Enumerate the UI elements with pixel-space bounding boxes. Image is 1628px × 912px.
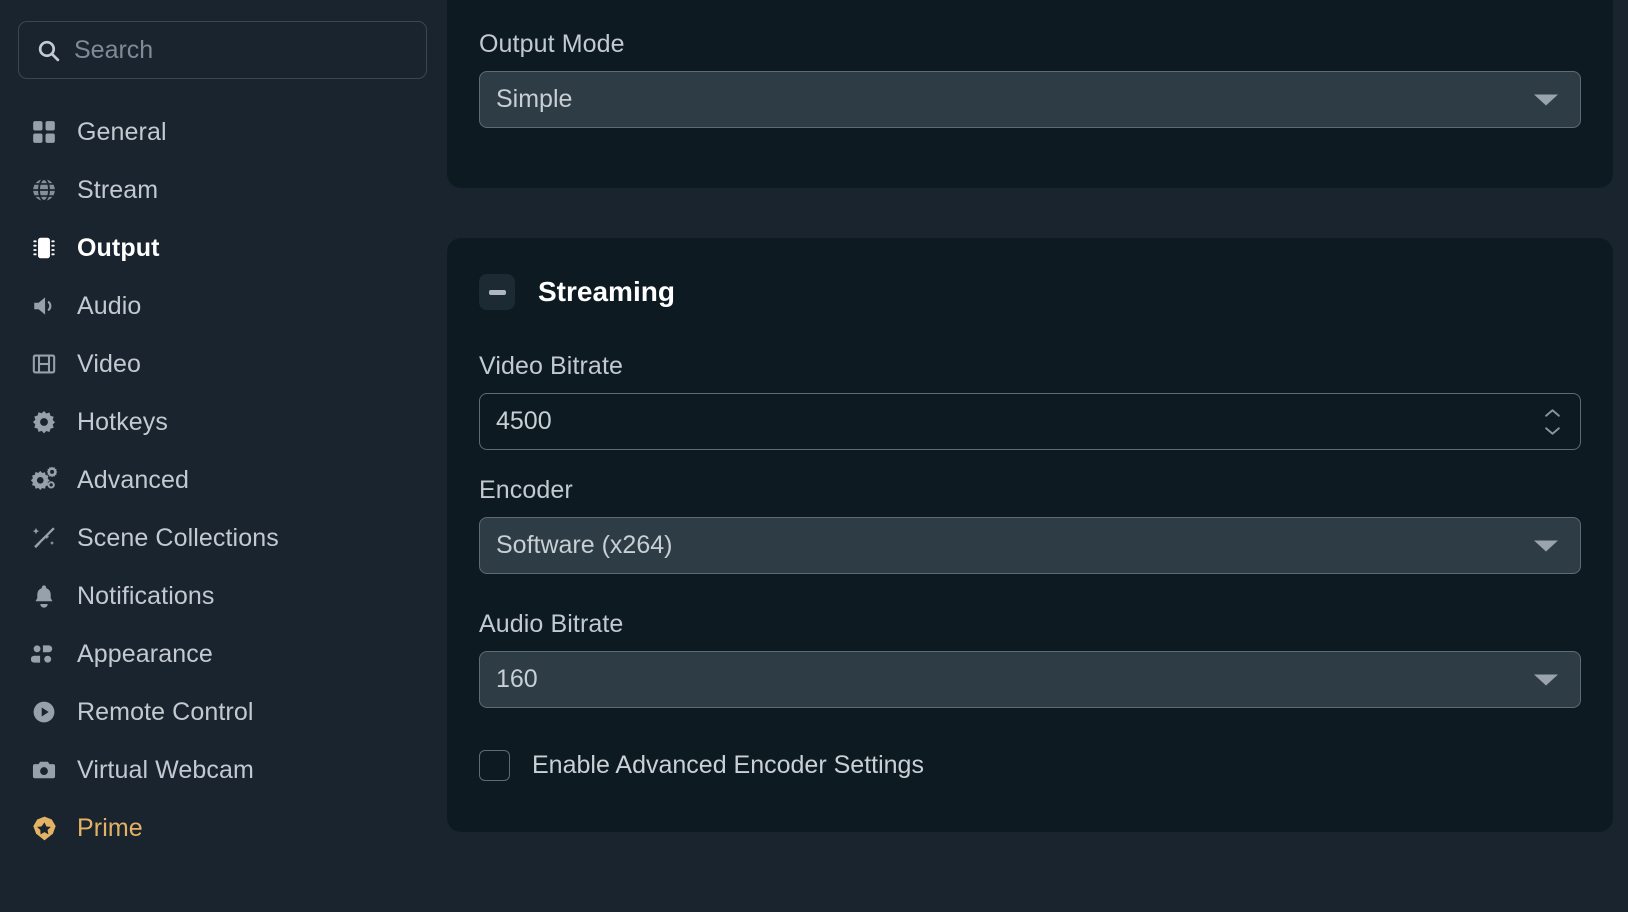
sidebar-item-label: Stream (77, 175, 159, 204)
chevron-down-icon (1534, 540, 1558, 551)
sidebar-item-prime[interactable]: Prime (0, 799, 447, 857)
settings-main-content: Output Mode Simple Streaming Video Bitra… (447, 0, 1628, 912)
sparkle-wand-icon (27, 521, 61, 555)
grid-icon (27, 115, 61, 149)
video-bitrate-stepper[interactable] (1543, 407, 1562, 436)
sidebar-item-appearance[interactable]: Appearance (0, 625, 447, 683)
sidebar-item-virtual-webcam[interactable]: Virtual Webcam (0, 741, 447, 799)
output-mode-select[interactable]: Simple (479, 71, 1581, 128)
play-circle-icon (27, 695, 61, 729)
advanced-encoder-settings-row[interactable]: Enable Advanced Encoder Settings (479, 750, 1581, 781)
gears-icon (27, 463, 61, 497)
output-mode-panel: Output Mode Simple (447, 0, 1613, 188)
audio-bitrate-label: Audio Bitrate (479, 610, 624, 638)
video-bitrate-input[interactable] (496, 407, 1564, 436)
search-input[interactable] (74, 35, 410, 65)
sidebar-item-label: Appearance (77, 639, 213, 668)
sidebar-item-video[interactable]: Video (0, 335, 447, 393)
sidebar-item-remote-control[interactable]: Remote Control (0, 683, 447, 741)
chip-icon (27, 231, 61, 265)
chevron-down-icon (1534, 94, 1558, 105)
search-box[interactable] (18, 21, 427, 79)
gear-icon (27, 405, 61, 439)
encoder-select[interactable]: Software (x264) (479, 517, 1581, 574)
minus-icon (488, 289, 506, 295)
bell-icon (27, 579, 61, 613)
sidebar-item-hotkeys[interactable]: Hotkeys (0, 393, 447, 451)
sidebar-item-label: Virtual Webcam (77, 755, 254, 784)
search-icon (35, 37, 61, 63)
sidebar-item-output[interactable]: Output (0, 219, 447, 277)
video-bitrate-field[interactable] (479, 393, 1581, 450)
video-bitrate-label: Video Bitrate (479, 352, 623, 380)
streaming-section-header: Streaming (479, 274, 1581, 310)
speaker-icon (27, 289, 61, 323)
sidebar-item-scene-collections[interactable]: Scene Collections (0, 509, 447, 567)
sidebar-item-label: Audio (77, 291, 142, 320)
encoder-label: Encoder (479, 476, 573, 504)
sidebar-item-advanced[interactable]: Advanced (0, 451, 447, 509)
sidebar-item-label: Remote Control (77, 697, 254, 726)
sidebar-nav: General Stream (0, 103, 447, 857)
camera-icon (27, 753, 61, 787)
sidebar-item-stream[interactable]: Stream (0, 161, 447, 219)
chevron-down-icon (1545, 426, 1560, 435)
chevron-down-icon (1534, 674, 1558, 685)
sidebar-item-notifications[interactable]: Notifications (0, 567, 447, 625)
sidebar-item-label: General (77, 117, 167, 146)
sidebar-item-audio[interactable]: Audio (0, 277, 447, 335)
sidebar-item-label: Notifications (77, 581, 215, 610)
film-icon (27, 347, 61, 381)
sidebar-item-label: Video (77, 349, 141, 378)
output-mode-label: Output Mode (479, 30, 625, 58)
sidebar-item-label: Scene Collections (77, 523, 279, 552)
streaming-title: Streaming (538, 276, 675, 307)
advanced-encoder-settings-checkbox[interactable] (479, 750, 510, 781)
prime-star-icon (27, 811, 61, 845)
streaming-panel: Streaming Video Bitrate Encoder Software… (447, 238, 1613, 832)
sidebar-item-label: Output (77, 233, 160, 262)
sidebar-item-general[interactable]: General (0, 103, 447, 161)
sidebar-item-label: Prime (77, 813, 143, 842)
sidebar-item-label: Hotkeys (77, 407, 169, 436)
advanced-encoder-settings-label: Enable Advanced Encoder Settings (532, 751, 924, 779)
layout-dots-icon (27, 637, 61, 671)
globe-icon (27, 173, 61, 207)
settings-sidebar: General Stream (0, 0, 447, 912)
audio-bitrate-select[interactable]: 160 (479, 651, 1581, 708)
encoder-value: Software (x264) (496, 531, 673, 559)
chevron-up-icon (1545, 408, 1560, 417)
audio-bitrate-value: 160 (496, 665, 538, 693)
output-mode-value: Simple (496, 85, 573, 113)
sidebar-item-label: Advanced (77, 465, 189, 494)
collapse-toggle-button[interactable] (479, 274, 515, 310)
